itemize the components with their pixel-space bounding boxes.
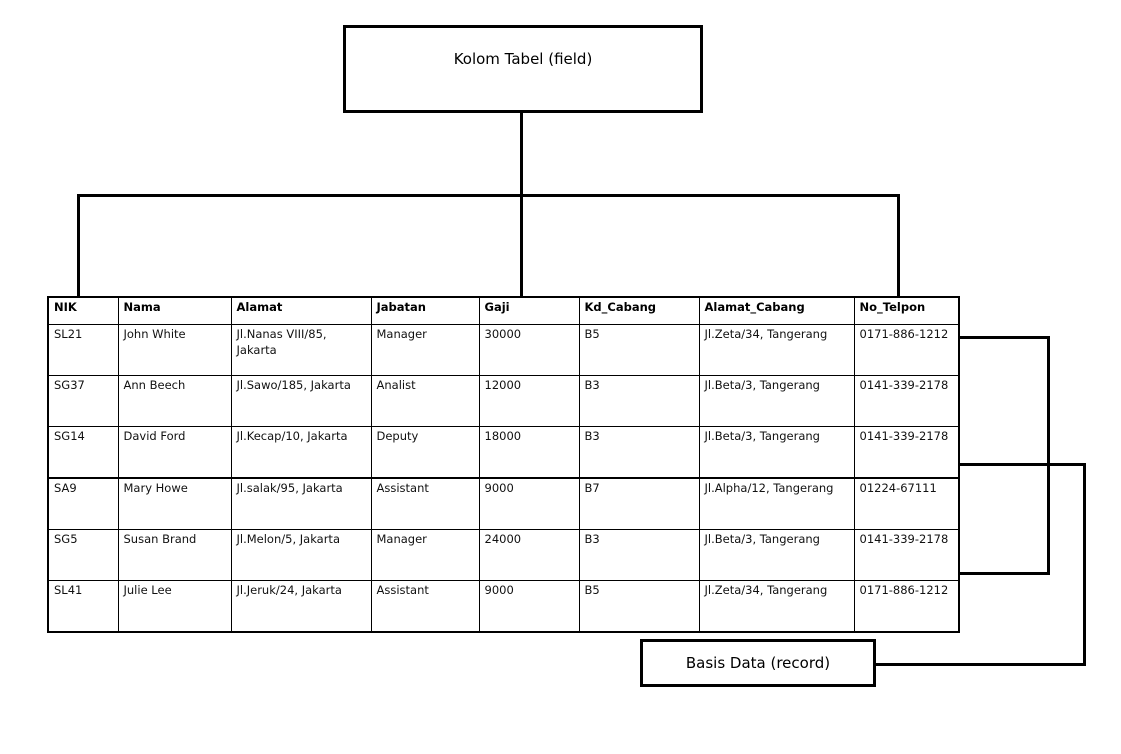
cell-jabatan: Assistant	[370, 580, 480, 633]
cell-kd-cabang: B5	[578, 324, 700, 376]
connector-kolom-drop-gaji	[520, 194, 523, 298]
cell-kd-cabang: B3	[578, 375, 700, 427]
cell-jabatan: Manager	[370, 324, 480, 376]
cell-nama: Ann Beech	[117, 375, 232, 427]
table-row: SL41 Julie Lee Jl.Jeruk/24, Jakarta Assi…	[47, 580, 960, 633]
cell-jabatan: Assistant	[370, 477, 480, 530]
cell-gaji: 24000	[478, 529, 580, 581]
column-header-kd-cabang: Kd_Cabang	[578, 296, 700, 325]
table-row: SG5 Susan Brand Jl.Melon/5, Jakarta Mana…	[47, 529, 960, 581]
cell-alamat: Jl.salak/95, Jakarta	[230, 477, 372, 530]
cell-alamat-cabang: Jl.Alpha/12, Tangerang	[698, 477, 855, 530]
cell-kd-cabang: B3	[578, 529, 700, 581]
table-row: SG14 David Ford Jl.Kecap/10, Jakarta Dep…	[47, 426, 960, 479]
cell-nama: Julie Lee	[117, 580, 232, 633]
cell-nik: SA9	[47, 477, 119, 530]
cell-nik: SG37	[47, 375, 119, 427]
cell-gaji: 9000	[478, 477, 580, 530]
cell-kd-cabang: B3	[578, 426, 700, 479]
cell-kd-cabang: B7	[578, 477, 700, 530]
cell-alamat-cabang: Jl.Beta/3, Tangerang	[698, 375, 855, 427]
cell-nama: Mary Howe	[117, 477, 232, 530]
cell-no-telpon: 01224-67111	[853, 477, 960, 530]
cell-alamat-cabang: Jl.Zeta/34, Tangerang	[698, 324, 855, 376]
connector-kolom-stem	[520, 113, 523, 197]
callout-label-kolom-tabel: Kolom Tabel (field)	[453, 50, 593, 68]
table-header-row: NIK Nama Alamat Jabatan Gaji Kd_Cabang A…	[47, 296, 960, 325]
connector-record-inner-top	[958, 336, 1050, 339]
employee-record-table: NIK Nama Alamat Jabatan Gaji Kd_Cabang A…	[47, 296, 960, 633]
cell-nama: David Ford	[117, 426, 232, 479]
cell-nama: John White	[117, 324, 232, 376]
column-header-alamat: Alamat	[230, 296, 372, 325]
cell-gaji: 18000	[478, 426, 580, 479]
column-header-no-telpon: No_Telpon	[853, 296, 960, 325]
cell-alamat: Jl.Kecap/10, Jakarta	[230, 426, 372, 479]
connector-record-inner-bottom	[958, 572, 1050, 575]
cell-alamat: Jl.Sawo/185, Jakarta	[230, 375, 372, 427]
cell-nik: SG14	[47, 426, 119, 479]
cell-no-telpon: 0141-339-2178	[853, 529, 960, 581]
connector-kolom-drop-no-telpon	[897, 194, 900, 298]
connector-record-outer-bottom	[876, 663, 1086, 666]
cell-alamat: Jl.Melon/5, Jakarta	[230, 529, 372, 581]
cell-alamat: Jl.Jeruk/24, Jakarta	[230, 580, 372, 633]
cell-nik: SG5	[47, 529, 119, 581]
cell-jabatan: Manager	[370, 529, 480, 581]
callout-box-kolom-tabel: Kolom Tabel (field)	[343, 25, 703, 113]
table-row: SA9 Mary Howe Jl.salak/95, Jakarta Assis…	[47, 477, 960, 530]
table-row: SG37 Ann Beech Jl.Sawo/185, Jakarta Anal…	[47, 375, 960, 427]
column-header-alamat-cabang: Alamat_Cabang	[698, 296, 855, 325]
cell-alamat-cabang: Jl.Beta/3, Tangerang	[698, 529, 855, 581]
cell-alamat-cabang: Jl.Beta/3, Tangerang	[698, 426, 855, 479]
cell-no-telpon: 0171-886-1212	[853, 324, 960, 376]
cell-nama: Susan Brand	[117, 529, 232, 581]
cell-gaji: 12000	[478, 375, 580, 427]
cell-jabatan: Deputy	[370, 426, 480, 479]
table-row: SL21 John White Jl.Nanas VIII/85, Jakart…	[47, 324, 960, 376]
connector-kolom-bus	[77, 194, 900, 197]
cell-jabatan: Analist	[370, 375, 480, 427]
cell-nik: SL41	[47, 580, 119, 633]
cell-gaji: 9000	[478, 580, 580, 633]
cell-alamat-cabang: Jl.Zeta/34, Tangerang	[698, 580, 855, 633]
column-header-gaji: Gaji	[478, 296, 580, 325]
column-header-nama: Nama	[117, 296, 232, 325]
connector-record-outer-right	[1083, 463, 1086, 666]
cell-no-telpon: 0141-339-2178	[853, 426, 960, 479]
cell-nik: SL21	[47, 324, 119, 376]
connector-kolom-drop-nik	[77, 194, 80, 298]
connector-record-outer-top	[958, 463, 1086, 466]
cell-no-telpon: 0141-339-2178	[853, 375, 960, 427]
cell-alamat: Jl.Nanas VIII/85, Jakarta	[230, 324, 372, 376]
connector-record-inner-right	[1047, 336, 1050, 575]
cell-gaji: 30000	[478, 324, 580, 376]
callout-label-basis-data: Basis Data (record)	[685, 653, 831, 672]
column-header-nik: NIK	[47, 296, 119, 325]
cell-no-telpon: 0171-886-1212	[853, 580, 960, 633]
cell-kd-cabang: B5	[578, 580, 700, 633]
column-header-jabatan: Jabatan	[370, 296, 480, 325]
callout-box-basis-data: Basis Data (record)	[640, 639, 876, 687]
